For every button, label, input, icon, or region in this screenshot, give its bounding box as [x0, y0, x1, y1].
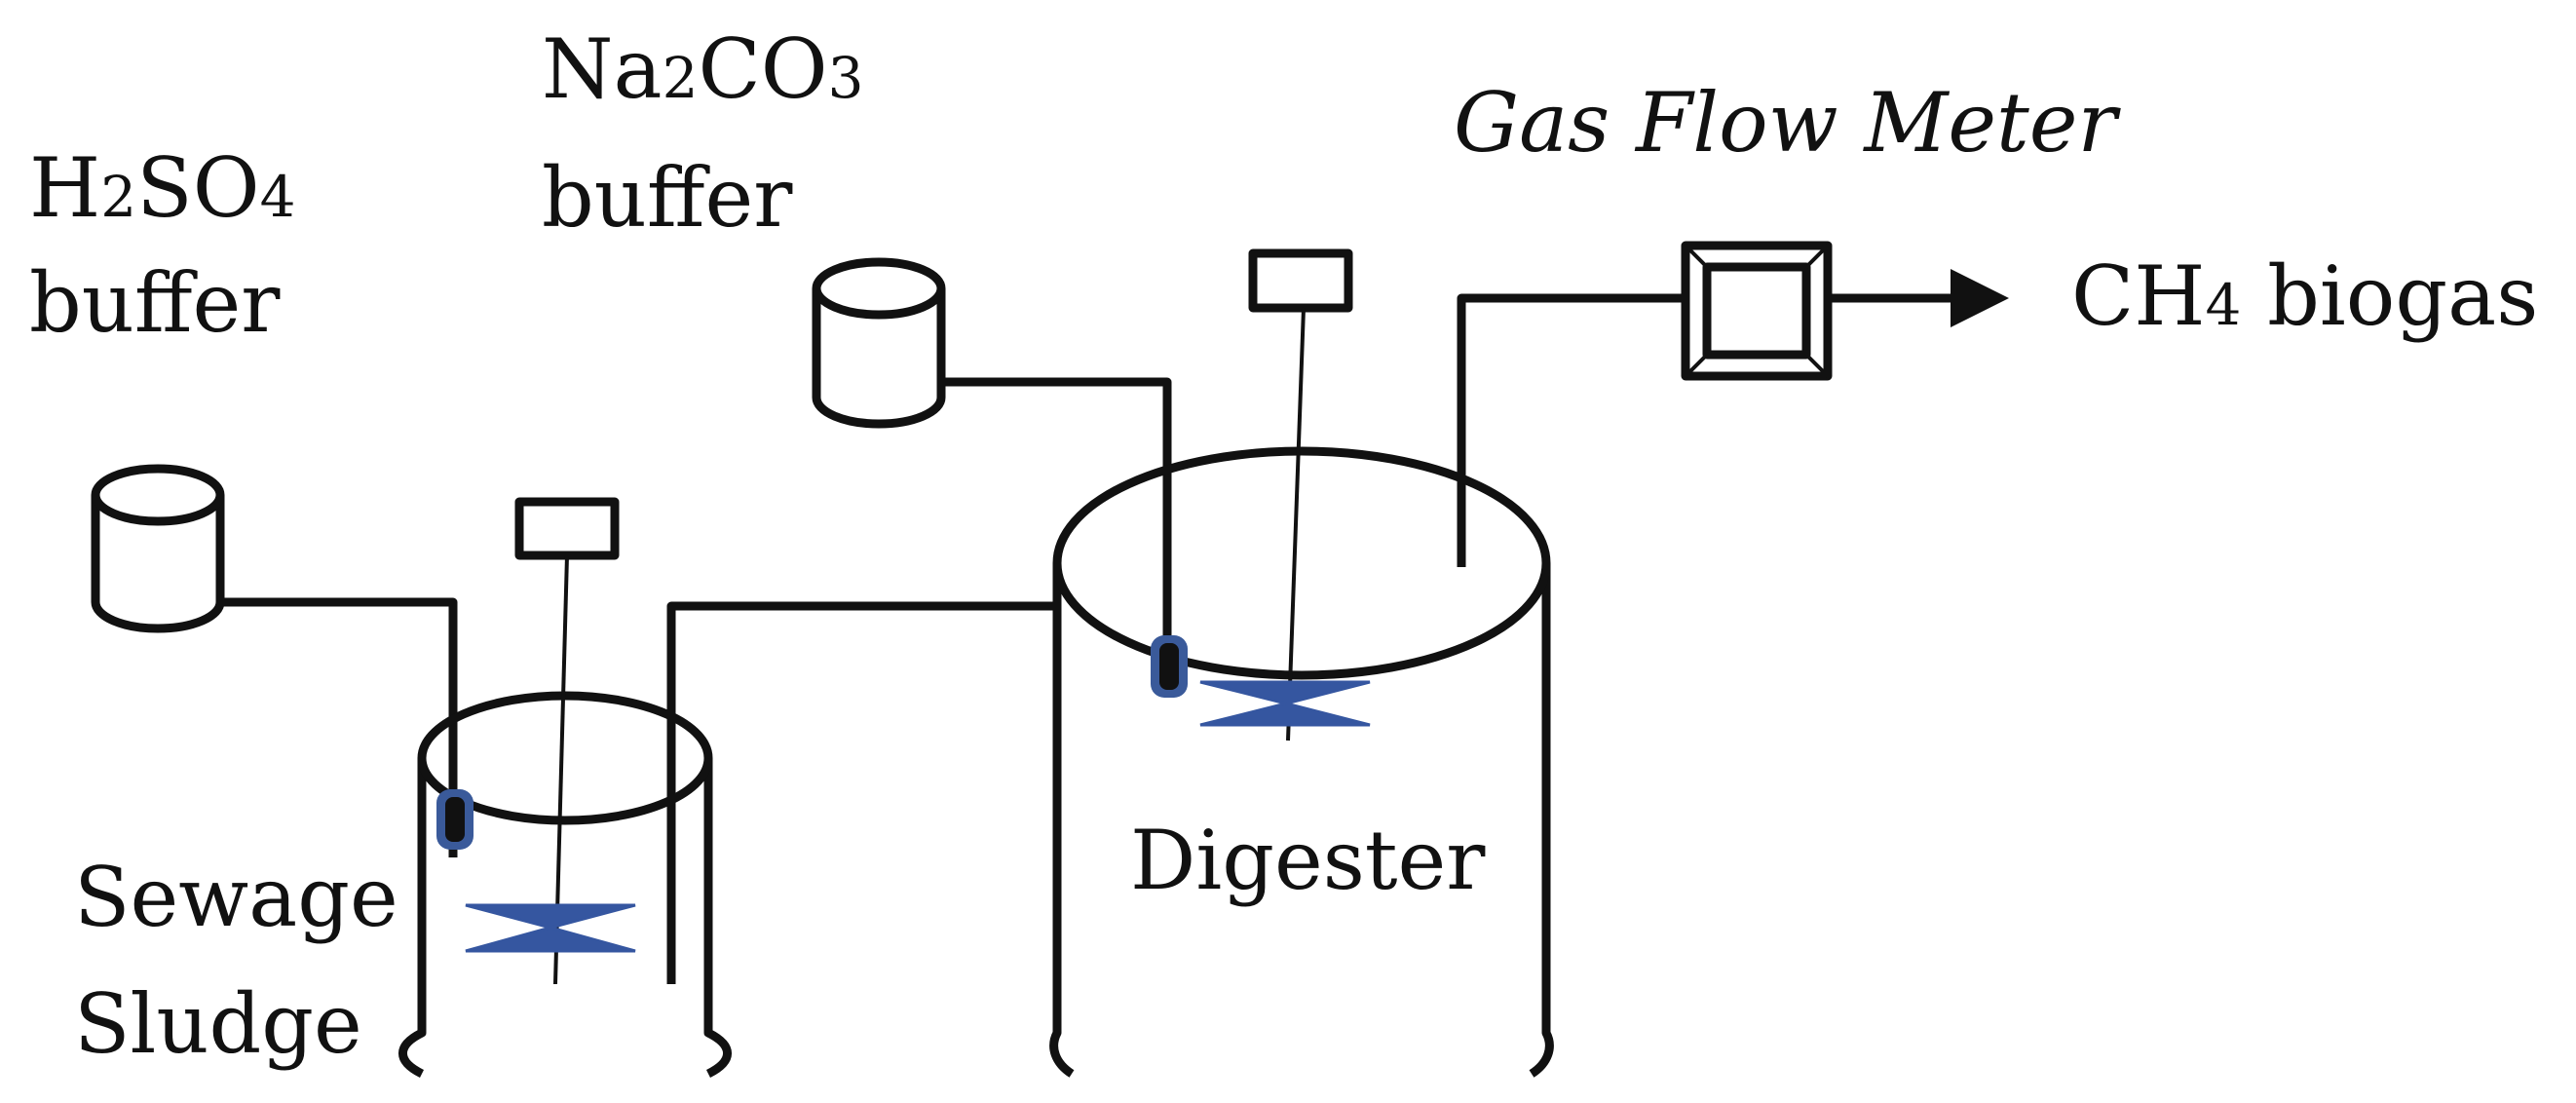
transfer-pipe	[666, 601, 1057, 984]
sludge-label: Sludge	[74, 976, 362, 1072]
na2co3-buffer-label: buffer	[542, 150, 793, 246]
sludge-impeller	[465, 903, 636, 953]
digester-ph-probe	[1151, 635, 1188, 698]
na2co3-feed-pipe	[941, 377, 1172, 663]
digester-impeller	[1199, 680, 1371, 727]
h2so4-buffer-label: buffer	[29, 255, 281, 351]
biogas-outlet-arrow	[1828, 269, 2009, 327]
na2co3-label: Na2CO3	[542, 21, 864, 117]
gas-flow-meter-label: Gas Flow Meter	[1454, 75, 2122, 171]
digester-tank	[1049, 446, 1554, 1078]
h2so4-label: H2SO4	[29, 140, 296, 236]
h2so4-feed-pipe	[220, 597, 458, 857]
sewage-label: Sewage	[74, 850, 398, 945]
gas-flow-meter	[1681, 241, 1833, 381]
digester-label: Digester	[1130, 813, 1486, 908]
ch4-biogas-label: CH4 biogas	[2071, 248, 2538, 344]
sludge-ph-probe	[436, 789, 474, 850]
sludge-stirrer	[465, 497, 636, 985]
na2co3-buffer-tank	[812, 257, 946, 429]
h2so4-buffer-tank	[91, 464, 225, 633]
gas-outlet-pipe	[1457, 293, 1686, 567]
digester-stirrer	[1199, 248, 1371, 742]
